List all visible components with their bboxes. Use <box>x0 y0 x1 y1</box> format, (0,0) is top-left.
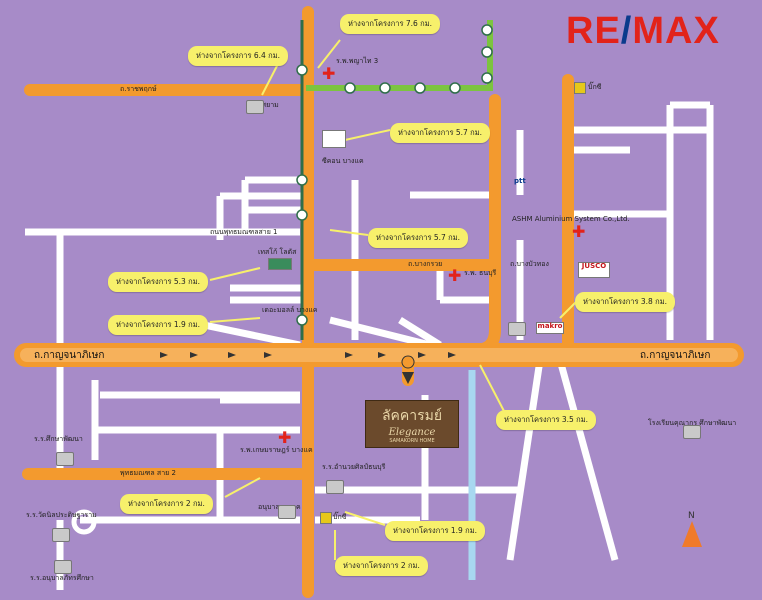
place-label: ร.ร.อนุบาลภัทรศึกษา <box>30 574 94 582</box>
pointer <box>344 511 386 526</box>
bts-station-marker <box>296 314 308 326</box>
road-label-phutthamonthon-1: ถนนพุทธมณฑลสาย 1 <box>210 228 278 236</box>
school-icon <box>508 322 526 336</box>
bts-stations <box>296 24 493 326</box>
minor-road <box>556 359 619 561</box>
roundabout <box>71 509 97 535</box>
school-icon <box>52 528 70 542</box>
distance-callout: ห่างจากโครงการ 3.8 กม. <box>575 292 676 312</box>
distance-callout: ห่างจากโครงการ 5.7 กม. <box>368 228 469 248</box>
school-icon <box>246 100 264 114</box>
project-label-box: ลัคคารมย์ Elegance SAMAKORN HOME <box>365 400 459 448</box>
place-label: ร.พ. ธนบุรี <box>464 269 497 277</box>
pointer <box>329 229 369 236</box>
place-label: ร.ร.วัดนิลประดิษฐาราม <box>26 511 97 519</box>
bts-station-marker <box>449 82 461 94</box>
road-label-ratchaphruek: ถ.ราชพฤกษ์ <box>120 85 157 93</box>
school-icon <box>683 425 701 439</box>
road-label-kanchanaphisek-left: ถ.กาญจนาภิเษก <box>34 350 105 361</box>
road-label-kanchanaphisek-right: ถ.กาญจนาภิเษก <box>640 350 711 361</box>
pointer <box>344 129 391 141</box>
bts-station-marker <box>296 64 308 76</box>
bts-station-marker <box>296 209 308 221</box>
hospital-icon: ✚ <box>448 266 462 285</box>
bts-station-marker <box>379 82 391 94</box>
project-name-en: Elegance <box>388 427 436 438</box>
pointer <box>209 267 261 281</box>
distance-callout: ห่างจากโครงการ 5.7 กม. <box>390 123 491 143</box>
place-label: ม.สยาม <box>255 101 279 109</box>
lotus-logo-icon <box>268 258 292 270</box>
bts-station-marker <box>481 46 493 58</box>
pointer <box>209 317 261 323</box>
north-label: N <box>688 511 695 521</box>
remax-logo: RE/MAX <box>566 10 720 52</box>
arrow-icon <box>190 352 198 358</box>
distance-callout: ห่างจากโครงการ 6.4 กม. <box>188 46 289 66</box>
project-sub: SAMAKORN HOME <box>389 438 435 444</box>
distance-callout: ห่างจากโครงการ 1.9 กม. <box>385 521 486 541</box>
project-name-thai: ลัคคารมย์ <box>381 408 443 424</box>
distance-callout: ห่างจากโครงการ 2 กม. <box>335 556 428 576</box>
place-label: ร.พ.พญาไท 3 <box>336 57 379 65</box>
distance-callout: ห่างจากโครงการ 7.6 กม. <box>340 14 441 34</box>
arrow-icon <box>418 352 426 358</box>
school-icon <box>56 452 74 466</box>
project-pin-icon <box>401 355 415 384</box>
arrow-icon <box>160 352 168 358</box>
distance-callout: ห่างจากโครงการ 2 กม. <box>120 494 213 514</box>
place-label: ร.ร.ศึกษาพัฒนา <box>34 435 83 443</box>
bigc-icon <box>574 82 586 94</box>
school-icon <box>278 505 296 519</box>
arrow-icon <box>378 352 386 358</box>
arrow-icon <box>448 352 456 358</box>
pointer <box>224 477 261 498</box>
pointer <box>317 39 341 69</box>
arrow-icon <box>345 352 353 358</box>
hospital-icon: ✚ <box>572 222 586 241</box>
road-label-bangbuathong: ถ.บางบัวทอง <box>510 260 549 268</box>
bigc-icon <box>320 512 332 524</box>
ptt-logo: ptt <box>514 177 526 185</box>
place-label: ซีคอน บางแค <box>322 157 364 165</box>
seacon-logo-icon <box>322 130 346 148</box>
place-label: เทสโก้ โลตัส <box>258 248 297 256</box>
callout-pointers <box>209 39 579 560</box>
place-label: บิ๊กซี <box>333 513 347 521</box>
road-label-bangkruai: ถ.บางกรวย <box>408 260 443 268</box>
distance-callout: ห่างจากโครงการ 5.3 กม. <box>108 272 209 292</box>
minor-road <box>506 359 544 561</box>
pointer <box>479 364 506 414</box>
north-arrow-icon <box>682 521 702 547</box>
place-label: โรงเรียนคุณากร ศึกษาพัฒนา <box>648 419 737 427</box>
bts-track <box>306 20 493 91</box>
bts-station-marker <box>481 24 493 36</box>
minor-road <box>398 317 442 348</box>
place-label: บิ๊กซี <box>588 83 602 91</box>
place-label: ร.ร.อำนวยศิลป์ธนบุรี <box>322 463 386 471</box>
school-icon <box>54 560 72 574</box>
distance-callout: ห่างจากโครงการ 3.5 กม. <box>496 410 597 430</box>
bts-station-marker <box>296 174 308 186</box>
place-label: ร.พ.เกษมราษฎร์ บางแค <box>240 446 313 454</box>
school-icon <box>326 480 344 494</box>
bts-station-marker <box>344 82 356 94</box>
makro-logo: makro <box>536 322 564 334</box>
road-label-phutthamonthon-2: พุทธมณฑล สาย 2 <box>120 469 176 477</box>
distance-callout: ห่างจากโครงการ 1.9 กม. <box>108 315 209 335</box>
jusco-logo: JUSCO <box>578 262 610 278</box>
hospital-icon: ✚ <box>322 64 336 83</box>
place-label: ASHM Aluminium System Co.,Ltd. <box>512 215 630 223</box>
traffic-arrows <box>160 352 456 358</box>
hospital-icon: ✚ <box>278 428 292 447</box>
arrow-icon <box>228 352 236 358</box>
arrow-icon <box>264 352 272 358</box>
bts-station-marker <box>481 72 493 84</box>
place-label: เดอะมอลล์ บางแค <box>262 306 318 314</box>
bts-station-marker <box>414 82 426 94</box>
minor-road <box>329 316 431 349</box>
